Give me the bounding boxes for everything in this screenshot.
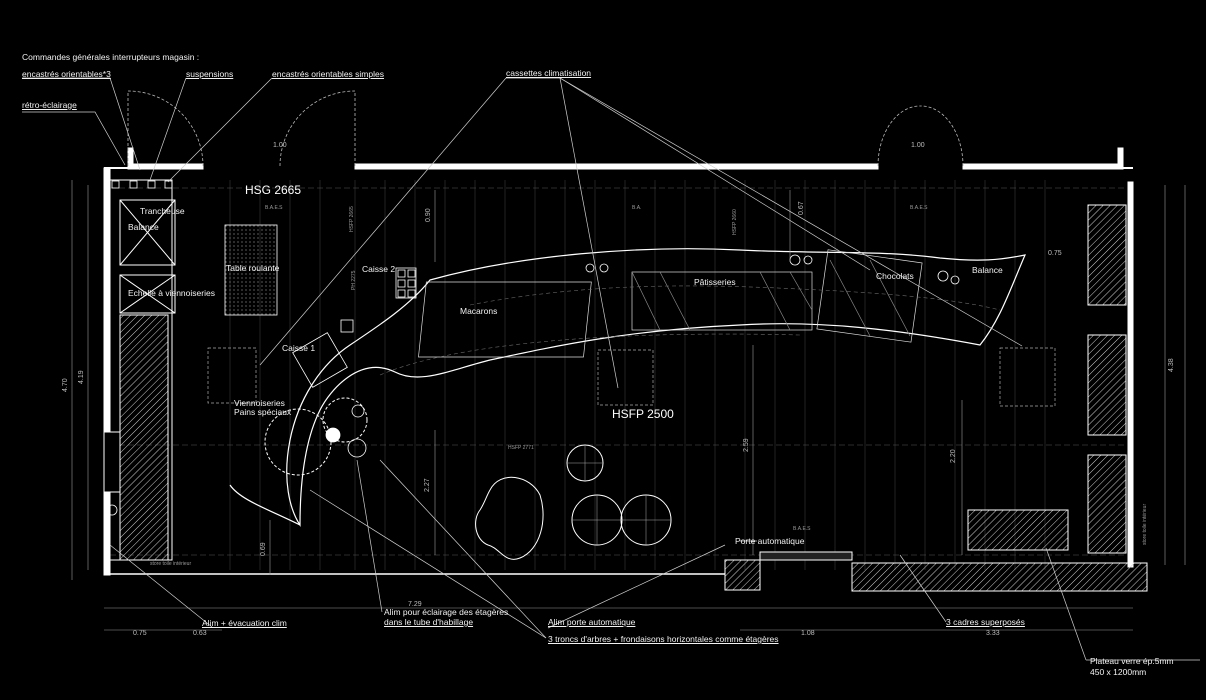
callout-cassettes: cassettes climatisation — [506, 68, 592, 78]
callout-retro-eclairage: rétro-éclairage — [22, 100, 77, 110]
tag-ph-2275: PH 2275 — [351, 270, 357, 290]
callout-troncs: 3 troncs d'arbres + frondaisons horizont… — [548, 634, 779, 644]
cadres-box — [967, 509, 1069, 551]
label-balance-left: Balance — [128, 222, 159, 232]
dim-0-69: 0.69 — [260, 542, 267, 556]
dim-0-75: 0.75 — [133, 630, 147, 637]
annotation-leaders — [22, 77, 1200, 661]
tag-hsfp-2771: HSFP 2771 — [508, 445, 534, 451]
label-patisseries: Pâtisseries — [694, 277, 736, 287]
counter — [229, 248, 1027, 527]
dim-2-27: 2.27 — [424, 478, 431, 492]
building-walls — [103, 147, 1134, 576]
dim-1-00-right: 1.00 — [911, 142, 925, 149]
dim-4-19: 4.19 — [78, 370, 85, 384]
dim-7-29: 7.29 — [408, 601, 422, 608]
dim-1-00-left: 1.00 — [273, 142, 287, 149]
dim-0-67: 0.67 — [798, 201, 805, 215]
label-hsfp: HSFP 2500 — [612, 407, 674, 421]
dim-2-20: 2.20 — [950, 449, 957, 463]
callout-alim-evacuation: Alim + évacuation clim — [202, 618, 287, 628]
label-caisse-1: Caisse 1 — [282, 343, 316, 353]
dim-0-63: 0.63 — [193, 630, 207, 637]
label-trancheuse: Trancheuse — [140, 206, 185, 216]
callout-alim-eclairage-1: Alim pour éclairage des étagères — [384, 607, 509, 617]
dim-1-08: 1.08 — [801, 630, 815, 637]
dim-3-33: 3.33 — [986, 630, 1000, 637]
bottom-cabinets — [724, 551, 1148, 592]
dim-0-90: 0.90 — [425, 208, 432, 222]
callout-plateau-1: Plateau verre ép.5mm — [1090, 656, 1174, 666]
tag-hsfp-2660: HSFP 2660 — [732, 209, 738, 235]
callout-plateau-2: 450 x 1200mm — [1090, 667, 1147, 677]
callout-alim-eclairage-2: dans le tube d'habillage — [384, 617, 474, 627]
display-tables — [264, 397, 672, 560]
tag-store: store toile intérieur — [150, 561, 192, 567]
callout-cadres: 3 cadres superposés — [946, 617, 1025, 627]
callout-porte-automatique: Porte automatique — [735, 536, 805, 546]
light-fixtures — [106, 180, 960, 516]
label-viennoiseries: Viennoiseries — [234, 398, 285, 408]
callout-encastres-simples: encastrés orientables simples — [272, 69, 384, 79]
dim-0-75-right: 0.75 — [1048, 250, 1062, 257]
dim-2-59: 2.59 — [743, 438, 750, 452]
table-roulante-shape — [224, 224, 278, 316]
tag-hsfp-2665: HSFP 2665 — [349, 206, 355, 232]
label-macarons: Macarons — [460, 306, 498, 316]
label-balance-right: Balance — [972, 265, 1003, 275]
tag-store-side: store toile intérieur — [1142, 503, 1148, 545]
dim-4-38: 4.38 — [1168, 358, 1175, 372]
callout-alim-porte: Alim porte automatique — [548, 617, 636, 627]
ceiling-grid — [229, 180, 1046, 570]
tag-baes-2: B.A.E.S — [910, 205, 928, 211]
label-table-roulante: Table roulante — [226, 263, 280, 273]
plan-title: Commandes générales interrupteurs magasi… — [22, 52, 200, 62]
right-shelving — [1087, 204, 1127, 554]
door-swings — [127, 90, 964, 167]
label-pains-speciaux: Pains spéciaux — [234, 407, 292, 417]
label-hsg: HSG 2665 — [245, 183, 302, 197]
label-echelle: Echelle à viennoiseries — [128, 288, 215, 298]
caisse-1-box — [292, 319, 354, 388]
left-storage-block — [103, 179, 176, 561]
caisse-2-box — [395, 267, 417, 299]
tag-ba: B.A. — [632, 205, 642, 211]
tag-baes-1: B.A.E.S — [265, 205, 283, 211]
callout-suspensions: suspensions — [186, 69, 234, 79]
label-chocolats: Chocolats — [876, 271, 914, 281]
label-caisse-2: Caisse 2 — [362, 264, 396, 274]
dim-4-70: 4.70 — [62, 378, 69, 392]
callout-encastres-3: encastrés orientables*3 — [22, 69, 111, 79]
tag-baes-3: B.A.E.S — [793, 526, 811, 532]
